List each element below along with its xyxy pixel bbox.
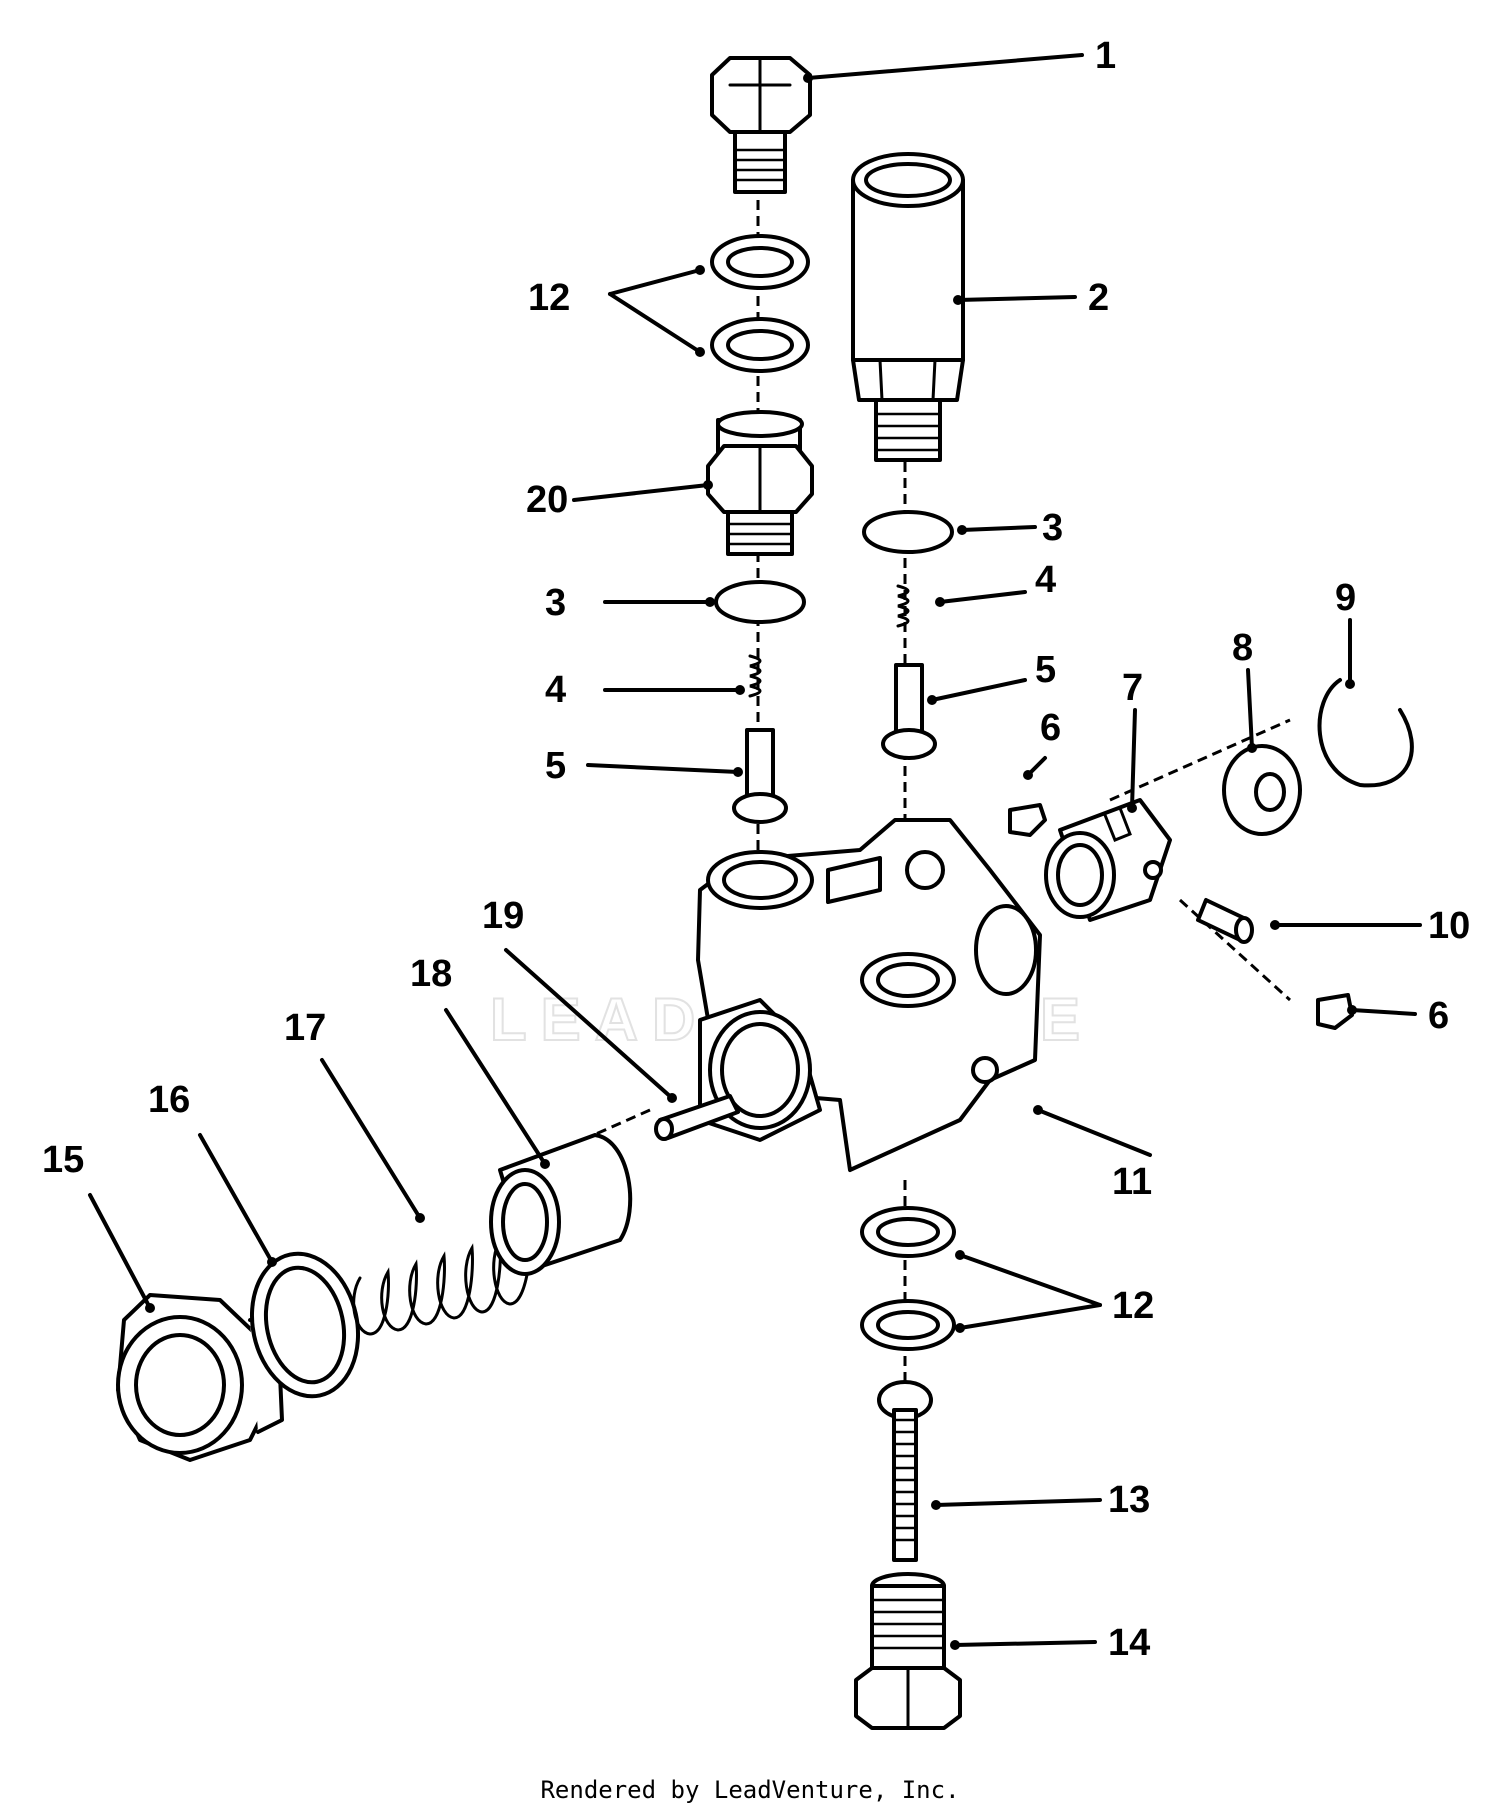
part-14-fitting (854, 1572, 962, 1730)
callout-10: 10 (1428, 905, 1470, 947)
callout-1: 1 (1095, 35, 1116, 77)
part-5-valves (732, 663, 937, 824)
part-15-cap-nut (116, 1293, 284, 1462)
callout-18: 18 (410, 953, 452, 995)
callout-12-top: 12 (528, 277, 570, 319)
part-3-orings (714, 510, 954, 624)
part-13-screw (877, 1380, 933, 1562)
callout-12-bottom: 12 (1112, 1285, 1154, 1327)
callout-2: 2 (1088, 277, 1109, 319)
callout-5-left: 5 (545, 745, 566, 787)
callout-14: 14 (1108, 1622, 1150, 1664)
part-7-sleeve (1044, 798, 1172, 922)
part-11-pump-body (696, 818, 1042, 1172)
callout-19: 19 (482, 895, 524, 937)
callout-8: 8 (1232, 627, 1253, 669)
callout-17: 17 (284, 1007, 326, 1049)
callout-15: 15 (42, 1139, 84, 1181)
part-12-washers-top (710, 234, 810, 373)
callout-13: 13 (1108, 1479, 1150, 1521)
part-10-pin (1196, 898, 1254, 944)
part-1-bolt (710, 56, 812, 194)
leader-lines (88, 53, 1422, 1647)
callout-5-right: 5 (1035, 649, 1056, 691)
part-18-piston (489, 1133, 633, 1276)
part-12-washers-bottom (860, 1206, 956, 1351)
part-9-snap-ring (1317, 678, 1414, 788)
callout-6-top: 6 (1040, 707, 1061, 749)
part-6-screws (1008, 803, 1354, 1030)
part-19-rod (654, 1094, 740, 1141)
callout-3-left: 3 (545, 582, 566, 624)
part-16-gasket (249, 1251, 361, 1399)
callout-6-bottom: 6 (1428, 995, 1449, 1037)
callout-20: 20 (526, 479, 568, 521)
callout-16: 16 (148, 1079, 190, 1121)
part-8-bushing (1222, 744, 1302, 836)
callout-4-left: 4 (545, 669, 566, 711)
callout-9: 9 (1335, 577, 1356, 619)
part-2-cylinder (851, 152, 965, 462)
callout-3-right: 3 (1042, 507, 1063, 549)
callout-4-right: 4 (1035, 559, 1056, 601)
part-20-fitting (706, 410, 814, 556)
leader-dots (145, 73, 1357, 1650)
callout-11: 11 (1112, 1161, 1152, 1203)
part-4-springs (748, 584, 910, 698)
callout-labels: 1 2 12 20 3 3 4 4 5 5 6 7 8 9 10 6 11 12… (42, 35, 1470, 1664)
callout-7: 7 (1122, 667, 1143, 709)
render-credit: Rendered by LeadVenture, Inc. (540, 1776, 960, 1804)
